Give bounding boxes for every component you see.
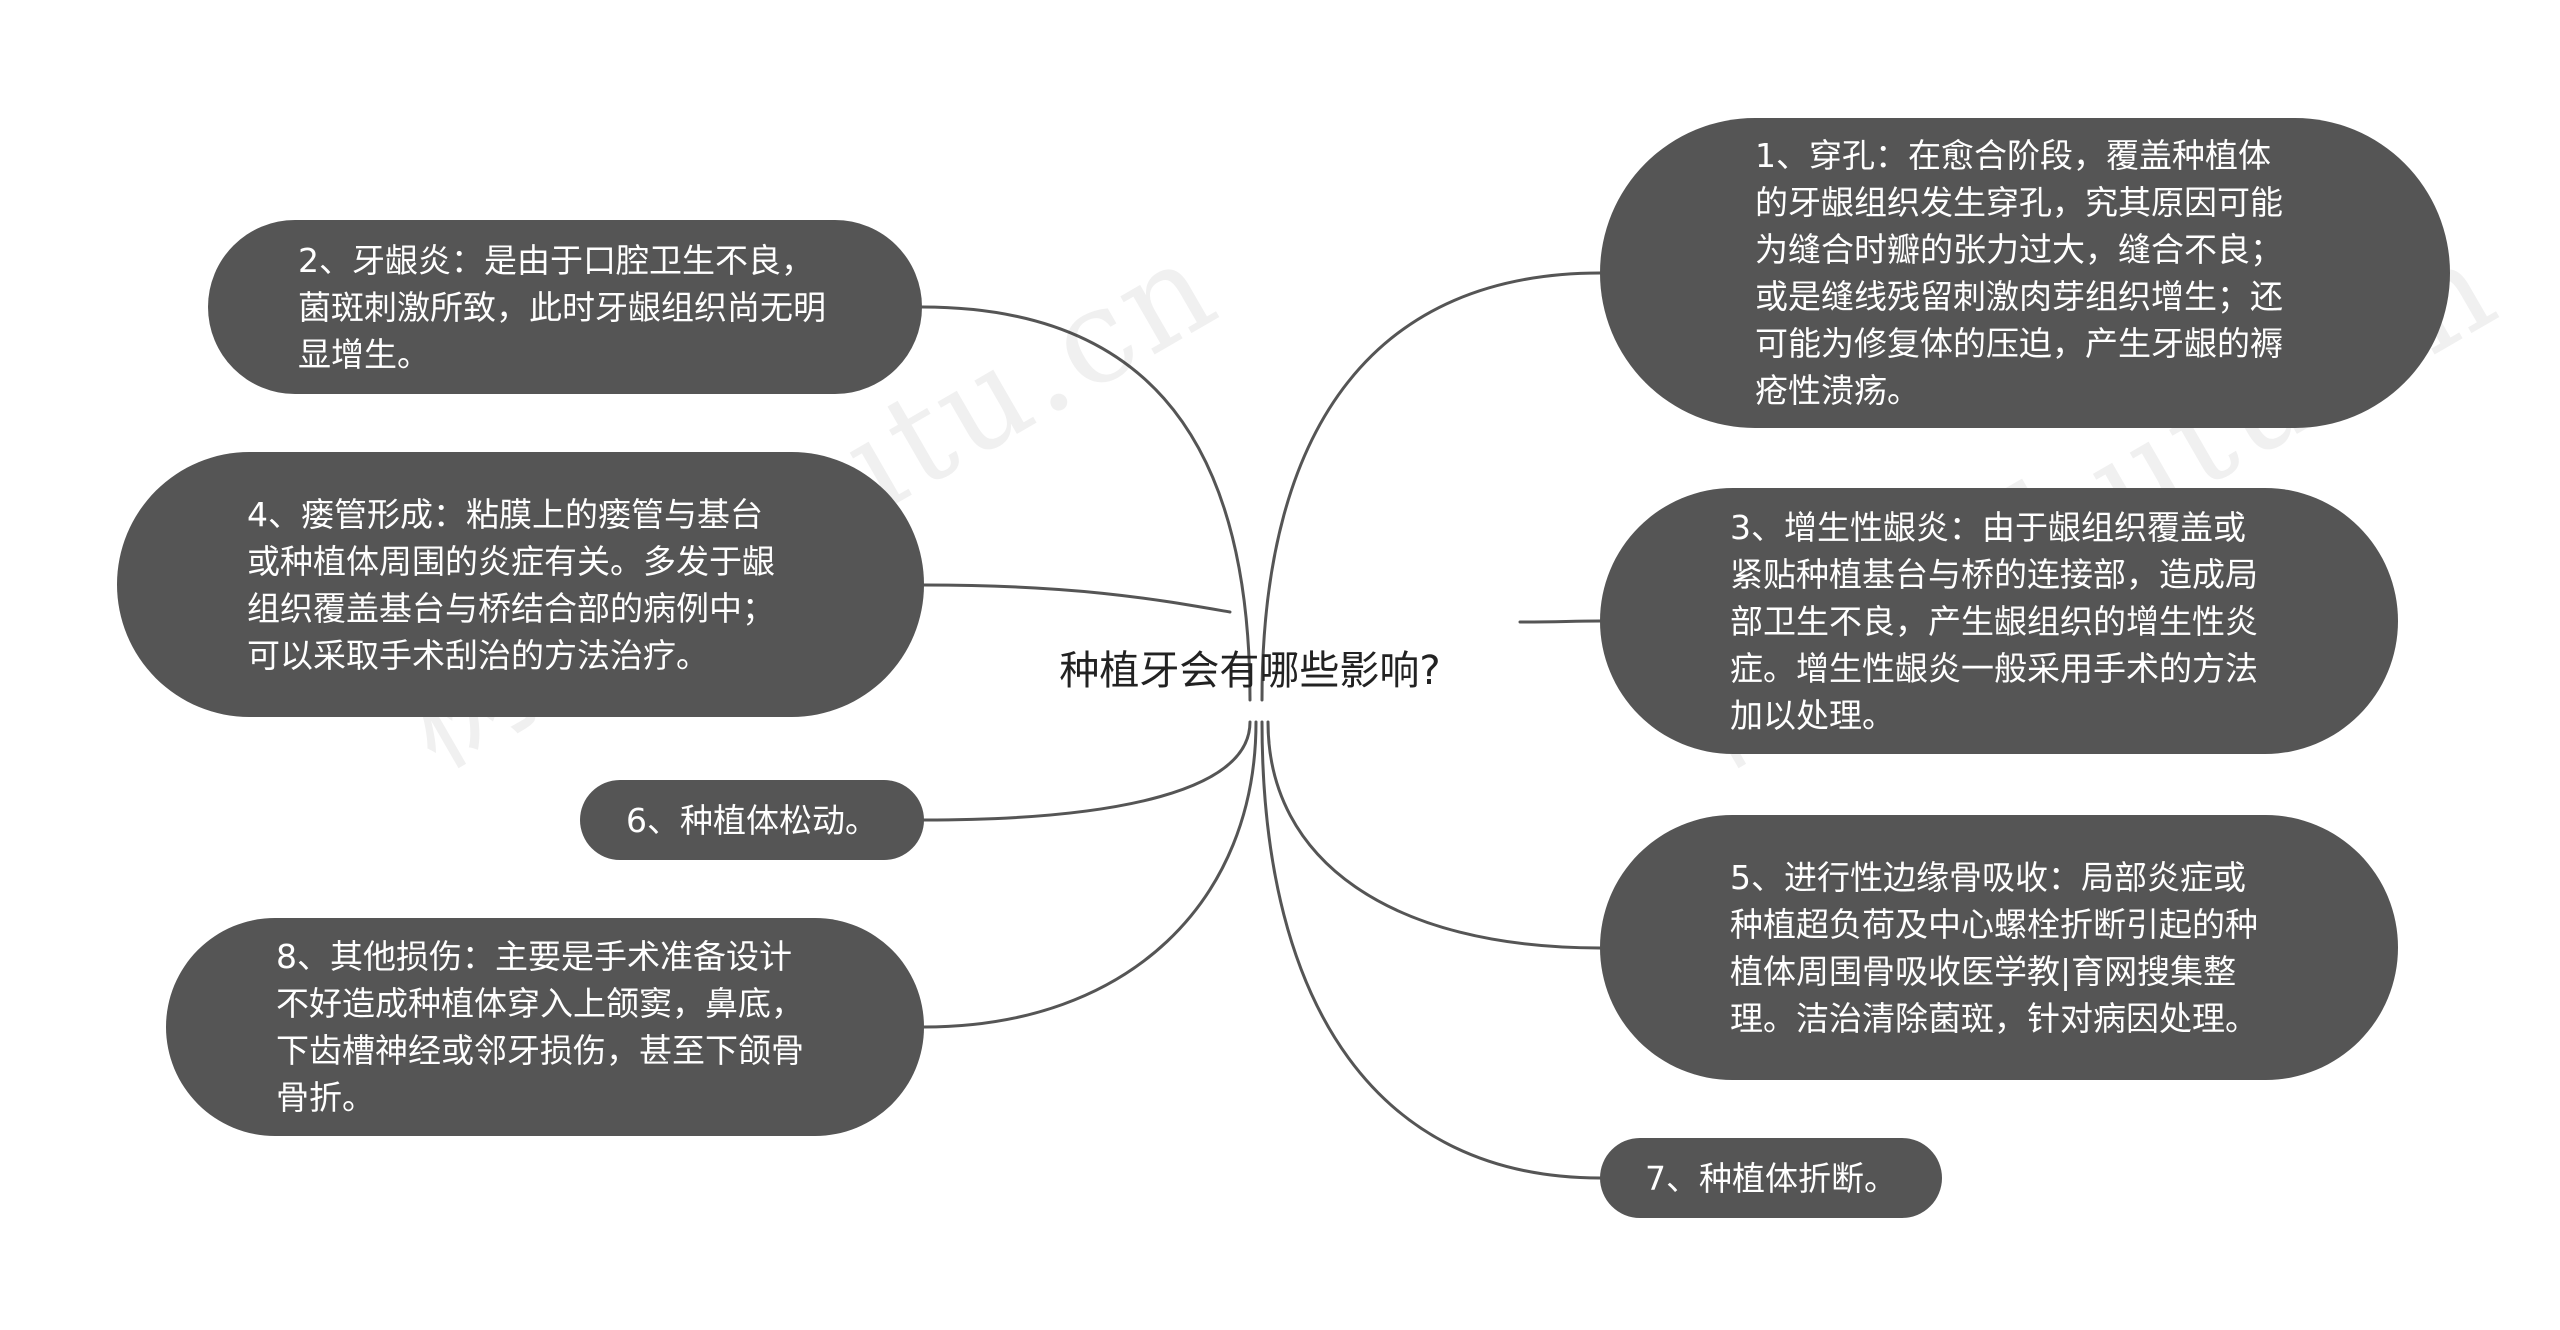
connector-center-to-node5 [1266,720,1602,950]
branch-node-5-bone-resorption[interactable]: 5、进行性边缘骨吸收：局部炎症或种植超负荷及中心螺栓折断引起的种植体周围骨吸收医… [1600,815,2398,1080]
branch-node-1-perforation[interactable]: 1、穿孔：在愈合阶段，覆盖种植体的牙龈组织发生穿孔，究其原因可能为缝合时瓣的张力… [1600,118,2450,428]
branch-node-6-implant-loosening[interactable]: 6、种植体松动。 [580,780,924,860]
branch-node-4-text: 4、瘘管形成：粘膜上的瘘管与基台或种植体周围的炎症有关。多发于龈组织覆盖基台与桥… [247,494,775,675]
branch-node-7-implant-fracture[interactable]: 7、种植体折断。 [1600,1138,1942,1218]
branch-node-2-gingivitis[interactable]: 2、牙龈炎：是由于口腔卫生不良，菌斑刺激所致，此时牙龈组织尚无明显增生。 [208,220,922,394]
branch-node-4-fistula[interactable]: 4、瘘管形成：粘膜上的瘘管与基台或种植体周围的炎症有关。多发于龈组织覆盖基台与桥… [117,452,924,717]
connector-center-to-node7 [1260,720,1602,1180]
branch-node-2-text: 2、牙龈炎：是由于口腔卫生不良，菌斑刺激所致，此时牙龈组织尚无明显增生。 [298,240,826,374]
connector-center-to-node4 [922,583,1232,614]
branch-node-3-text: 3、增生性龈炎：由于龈组织覆盖或紧贴种植基台与桥的连接部，造成局部卫生不良，产生… [1730,507,2258,735]
connector-center-to-node3 [1518,619,1602,624]
connector-center-to-node8 [922,720,1258,1029]
branch-node-7-text: 7、种植体折断。 [1645,1158,1897,1198]
branch-node-6-text: 6、种植体松动。 [626,800,878,840]
central-topic[interactable]: 种植牙会有哪些影响? [1059,648,1441,694]
branch-node-8-other-injuries[interactable]: 8、其他损伤：主要是手术准备设计不好造成种植体穿入上颌窦，鼻底，下齿槽神经或邻牙… [166,918,924,1136]
connector-center-to-node1 [1260,271,1602,702]
connector-center-to-node2 [920,305,1252,702]
branch-node-8-text: 8、其他损伤：主要是手术准备设计不好造成种植体穿入上颌窦，鼻底，下齿槽神经或邻牙… [276,937,804,1117]
connector-center-to-node6 [922,720,1252,822]
branch-node-3-hyperplastic-gingivitis[interactable]: 3、增生性龈炎：由于龈组织覆盖或紧贴种植基台与桥的连接部，造成局部卫生不良，产生… [1600,488,2398,754]
branch-node-1-text: 1、穿孔：在愈合阶段，覆盖种植体的牙龈组织发生穿孔，究其原因可能为缝合时瓣的张力… [1755,136,2283,410]
branch-node-5-text: 5、进行性边缘骨吸收：局部炎症或种植超负荷及中心螺栓折断引起的种植体周围骨吸收医… [1730,857,2258,1038]
